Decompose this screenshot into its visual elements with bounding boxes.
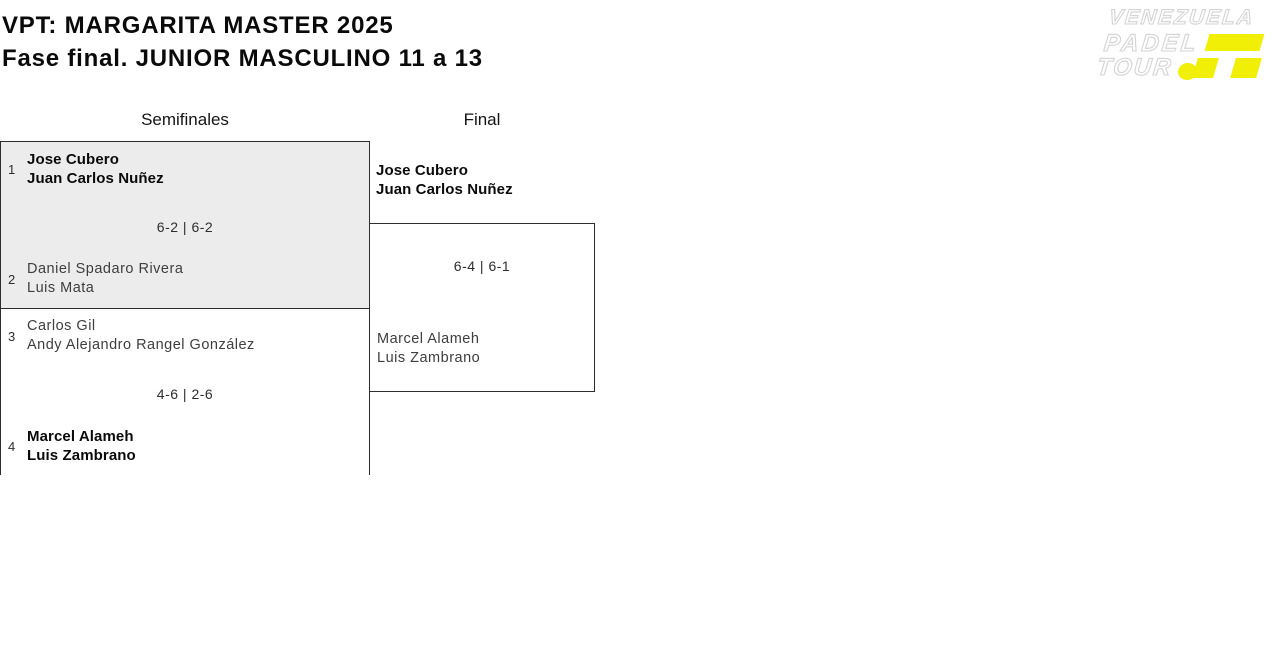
seed-number: 3 [8, 328, 16, 344]
semifinals-column: 1 Jose Cubero Juan Carlos Nuñez 6-2 | 6-… [0, 141, 370, 475]
player-name: Luis Zambrano [27, 447, 136, 464]
logo-text-tour: TOUR [1095, 53, 1175, 81]
phase-subtitle: Fase final. JUNIOR MASCULINO 11 a 13 [2, 45, 483, 72]
match-score: 6-4 | 6-1 [453, 258, 511, 274]
player-name: Luis Zambrano [377, 350, 481, 366]
logo-text-venezuela: VENEZUELA [1107, 5, 1256, 29]
team-players: Marcel Alameh Luis Zambrano [27, 427, 136, 465]
logo-court-bar-icon [1230, 58, 1262, 78]
player-name: Marcel Alameh [377, 331, 480, 347]
player-name: Juan Carlos Nuñez [376, 181, 513, 198]
player-name: Jose Cubero [27, 151, 119, 168]
team-row-seed-2: 2 Daniel Spadaro Rivera Luis Mata [1, 260, 369, 298]
team-row-seed-3: 3 Carlos Gil Andy Alejandro Rangel Gonzá… [1, 317, 369, 355]
player-name: Andy Alejandro Rangel González [27, 337, 255, 353]
round-header-semifinals: Semifinales [141, 110, 229, 129]
match-final: 6-4 | 6-1 Marcel Alameh Luis Zambrano [369, 223, 595, 392]
tournament-title: VPT: MARGARITA MASTER 2025 [2, 12, 394, 39]
player-name: Daniel Spadaro Rivera [27, 261, 184, 277]
seed-number: 1 [8, 161, 16, 177]
logo-court-bar-icon [1204, 34, 1265, 51]
team-players: Daniel Spadaro Rivera Luis Mata [27, 260, 183, 298]
player-name: Jose Cubero [376, 162, 468, 179]
final-team-2: Marcel Alameh Luis Zambrano [377, 330, 480, 368]
team-row-seed-1: 1 Jose Cubero Juan Carlos Nuñez [1, 150, 369, 188]
player-name: Luis Mata [27, 280, 95, 296]
player-name: Juan Carlos Nuñez [27, 170, 164, 187]
team-players: Jose Cubero Juan Carlos Nuñez [27, 150, 164, 188]
seed-number: 4 [8, 438, 16, 454]
match-semifinal-2: 3 Carlos Gil Andy Alejandro Rangel Gonzá… [1, 309, 369, 475]
final-team-1: Jose Cubero Juan Carlos Nuñez [376, 161, 513, 199]
logo-court-bar-icon [1192, 58, 1219, 78]
team-players: Carlos Gil Andy Alejandro Rangel Gonzále… [27, 317, 255, 355]
match-score: 6-2 | 6-2 [156, 219, 214, 235]
player-name: Carlos Gil [27, 318, 96, 334]
page-title: VPT: MARGARITA MASTER 2025 Fase final. J… [2, 9, 483, 75]
venezuela-padel-tour-logo: VENEZUELA PADEL TOUR [1095, 3, 1277, 87]
seed-number: 2 [8, 271, 16, 287]
round-header-final: Final [463, 110, 501, 129]
match-score: 4-6 | 2-6 [156, 386, 214, 402]
team-row-seed-4: 4 Marcel Alameh Luis Zambrano [1, 427, 369, 465]
match-semifinal-1: 1 Jose Cubero Juan Carlos Nuñez 6-2 | 6-… [1, 142, 369, 309]
player-name: Marcel Alameh [27, 428, 134, 445]
